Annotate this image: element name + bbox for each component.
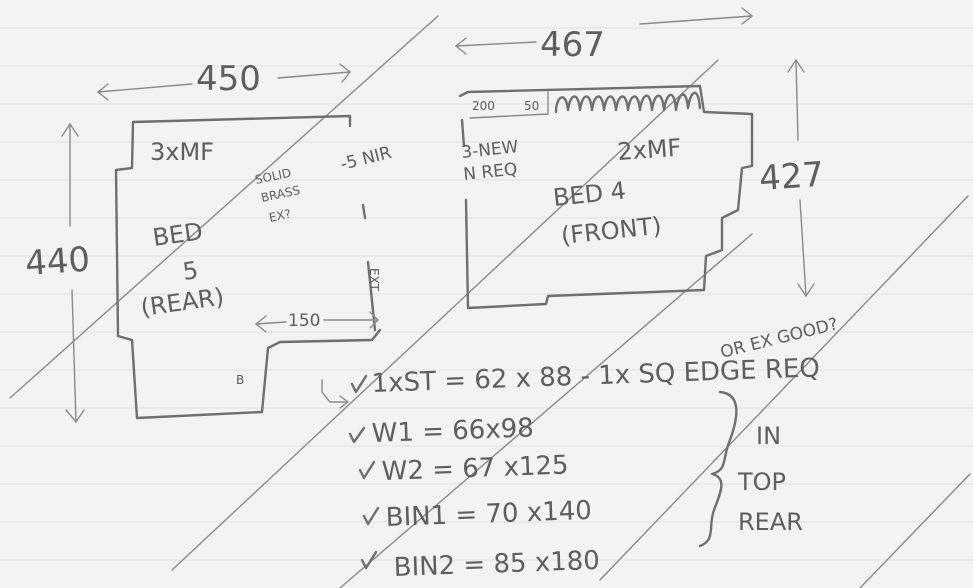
bed4-hatching xyxy=(554,91,702,114)
bed5-fitting-label: 3xMF xyxy=(150,138,214,166)
bed5-cut-arrow xyxy=(254,311,379,333)
bed5-width-label: 450 xyxy=(196,59,261,99)
bed5-note-line2: BRASS xyxy=(260,183,302,205)
bed4-fitting-label: 2xMF xyxy=(616,134,682,166)
list-checkmarks xyxy=(321,374,380,570)
bed5-name-line2: 5 xyxy=(181,256,200,286)
bed4-corner-side-label: 50 xyxy=(524,99,539,113)
bed5-note-5nir: -5 NIR xyxy=(338,143,393,175)
bed4-height-arrow xyxy=(787,58,815,298)
list-item-3: W2 = 67 x125 xyxy=(381,450,569,487)
bed5-ext-label: EXT xyxy=(367,268,381,292)
bed5-corner-mark: B xyxy=(236,373,244,387)
bed5-note-line3: EX? xyxy=(268,207,293,225)
bed4-width-arrow xyxy=(454,7,754,55)
brace-label-line1: IN xyxy=(756,422,781,450)
brace-label-line3: REAR xyxy=(738,508,803,536)
bed4-height-label: 427 xyxy=(758,155,826,199)
grid-paper xyxy=(0,27,973,561)
bed5-outline xyxy=(114,114,382,420)
bed4-corner-label: 200 xyxy=(472,99,495,113)
list-item-2: W1 = 66x98 xyxy=(371,413,534,449)
brace-label-line2: TOP xyxy=(737,468,786,496)
list-item-1: 1xST = 62 x 88 - 1x SQ EDGE REQ xyxy=(371,353,820,399)
bed4-width-label: 467 xyxy=(540,25,605,65)
bed5-height-arrow xyxy=(61,122,85,424)
list-item-5: BIN2 = 85 x180 xyxy=(393,546,600,583)
bed5-note-line1: SOLID xyxy=(254,166,293,187)
bed4-name-line2: (FRONT) xyxy=(560,212,663,250)
bed5-outline-right xyxy=(361,203,377,332)
bed4-name-line1: BED 4 xyxy=(552,176,628,211)
bed5-cut-label: 150 xyxy=(288,311,320,331)
bed5-name-line3: (REAR) xyxy=(139,283,226,322)
list-item-4: BIN1 = 70 x140 xyxy=(385,496,592,533)
bed4-left-edge xyxy=(460,118,466,148)
bed5-height-label: 440 xyxy=(24,240,92,284)
diagonal-strokes xyxy=(9,15,971,588)
bed4-outline xyxy=(458,84,754,310)
list-brace xyxy=(698,390,738,548)
bed4-corner-line xyxy=(469,113,549,119)
bed5-name-line1: BED xyxy=(151,217,205,252)
bed5-width-arrow xyxy=(96,63,351,101)
bed4-new-line2: N REQ xyxy=(462,159,518,185)
